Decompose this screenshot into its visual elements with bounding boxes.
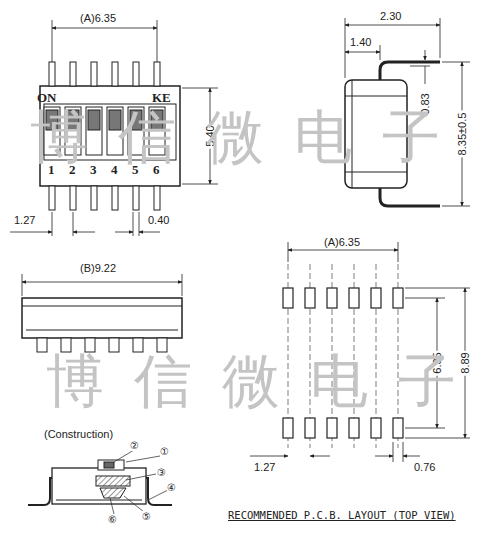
callout-number: ② <box>130 440 139 451</box>
pin <box>133 62 139 86</box>
pin <box>154 62 160 86</box>
pad <box>393 418 403 438</box>
pad <box>349 288 359 308</box>
pad <box>371 418 381 438</box>
pad <box>305 288 315 308</box>
dimension: (A)6.35 <box>78 12 118 24</box>
pad <box>327 418 337 438</box>
pin <box>154 186 160 210</box>
dimension: 1.27 <box>252 461 277 473</box>
pin <box>109 338 119 352</box>
pin <box>61 338 71 352</box>
construction-section <box>28 460 172 505</box>
dimension: 2.30 <box>378 10 403 22</box>
dimension: (A)6.35 <box>322 236 362 248</box>
callout-number: ⑤ <box>142 511 151 522</box>
front-view-body <box>22 298 182 338</box>
dimension: 1.40 <box>348 36 373 48</box>
pad <box>327 288 337 308</box>
switch-marking: ON <box>37 91 57 105</box>
section-title: (Construction) <box>44 428 113 440</box>
pin <box>91 186 97 210</box>
dimension: 1.27 <box>12 214 37 226</box>
pin <box>85 338 95 352</box>
pad <box>371 288 381 308</box>
pin <box>112 186 118 210</box>
pin <box>49 62 55 86</box>
pin <box>157 338 167 352</box>
pad <box>283 288 293 308</box>
pin <box>70 186 76 210</box>
pin <box>70 62 76 86</box>
callout-number: ⑥ <box>108 514 117 525</box>
callout-number: ④ <box>167 482 176 493</box>
layout-note: RECOMMENDED P.C.B. LAYOUT (TOP VIEW) <box>228 510 456 522</box>
pad <box>349 418 359 438</box>
callout-number: ③ <box>157 467 166 478</box>
switch-marking: KE <box>152 91 171 105</box>
pin <box>133 186 139 210</box>
leader-lines <box>110 450 168 514</box>
pad <box>393 288 403 308</box>
pin <box>49 186 55 210</box>
pad <box>283 418 293 438</box>
watermark: 博信微电子 <box>46 352 486 410</box>
dimension: 0.40 <box>146 214 171 226</box>
pin <box>37 338 47 352</box>
callout-number: ① <box>160 446 169 457</box>
pin <box>91 62 97 86</box>
front-view-pins <box>37 338 167 352</box>
watermark: 博信微电子 <box>30 108 470 166</box>
pad <box>305 418 315 438</box>
dimension: 0.76 <box>412 461 437 473</box>
dimension-lines <box>22 274 182 296</box>
pin <box>112 62 118 86</box>
dimension: (B)9.22 <box>78 262 118 274</box>
pin <box>133 338 143 352</box>
